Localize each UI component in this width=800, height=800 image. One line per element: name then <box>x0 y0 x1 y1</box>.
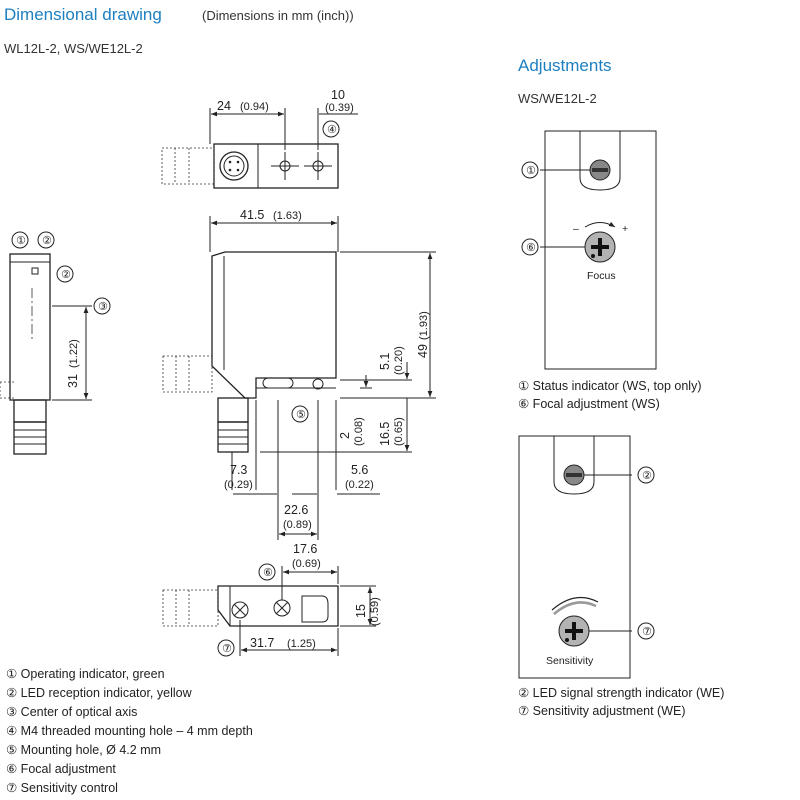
adjustments-title: Adjustments <box>518 56 612 75</box>
legend-item: ⑦ Sensitivity control <box>6 781 118 795</box>
dim-15: 15 <box>354 604 368 618</box>
legend-item: ② LED reception indicator, yellow <box>6 686 193 700</box>
marker-7-panel: ⑦ <box>642 626 652 638</box>
marker-4: ④ <box>327 124 337 136</box>
page-title: Dimensional drawing <box>4 5 162 24</box>
front-view: ① ② <box>0 231 92 455</box>
dim-41-5-inch: (1.63) <box>273 210 302 222</box>
dim-5-6-inch: (0.22) <box>345 479 374 491</box>
dim-10: 10 <box>331 88 345 102</box>
dim-5-1: 5.1 <box>378 353 392 370</box>
dim-15-inch: (0.59) <box>369 597 381 626</box>
marker-2-front-top: ② <box>42 235 52 247</box>
dim-2: 2 <box>338 432 352 439</box>
dim-22-6: 22.6 <box>284 503 308 517</box>
title-note: (Dimensions in mm (inch)) <box>202 8 354 23</box>
dim-5-6: 5.6 <box>351 463 368 477</box>
side-view <box>162 216 436 540</box>
marker-6-bottom: ⑥ <box>263 567 273 579</box>
adjustment-panel-ws <box>540 130 657 370</box>
marker-1-panel: ① <box>526 165 536 177</box>
marker-1-front: ① <box>16 235 26 247</box>
focus-plus: + <box>622 223 628 235</box>
focus-label: Focus <box>587 270 616 282</box>
dim-24: 24 <box>217 99 231 113</box>
dim-31: 31 <box>66 374 80 388</box>
dim-49: 49 <box>416 344 430 358</box>
dim-17-6-inch: (0.69) <box>292 558 321 570</box>
dim-24-inch: (0.94) <box>240 101 269 113</box>
dim-31-inch: (1.22) <box>68 339 80 368</box>
dim-16-5: 16.5 <box>378 422 392 446</box>
dim-7-3: 7.3 <box>230 463 247 477</box>
legend-item: ⑥ Focal adjustment <box>6 762 116 776</box>
sensitivity-label: Sensitivity <box>546 655 594 667</box>
dim-49-inch: (1.93) <box>418 311 430 340</box>
legend-item: ① Operating indicator, green <box>6 667 165 681</box>
dim-31-7: 31.7 <box>250 636 274 650</box>
dim-31-7-inch: (1.25) <box>287 638 316 650</box>
focus-minus: – <box>573 223 579 235</box>
dim-5-1-inch: (0.20) <box>393 346 405 375</box>
dim-7-3-inch: (0.29) <box>224 479 253 491</box>
dim-17-6: 17.6 <box>293 542 317 556</box>
top-view <box>161 108 358 189</box>
adjustments-model: WS/WE12L-2 <box>518 91 597 106</box>
bottom-view <box>162 566 376 656</box>
dim-10-inch: (0.39) <box>325 102 354 114</box>
legend-item: ⑤ Mounting hole, Ø 4.2 mm <box>6 743 161 757</box>
dim-22-6-inch: (0.89) <box>283 519 312 531</box>
adjustment-panel-we <box>518 435 632 679</box>
dim-2-inch: (0.08) <box>353 417 365 446</box>
marker-2-panel: ② <box>642 470 652 482</box>
legend-item: ④ M4 threaded mounting hole – 4 mm depth <box>6 724 253 738</box>
adjust-legend-item: ② LED signal strength indicator (WE) <box>518 686 724 700</box>
marker-6-panel: ⑥ <box>526 242 536 254</box>
marker-7-bottom: ⑦ <box>222 643 232 655</box>
adjust-legend-item: ⑦ Sensitivity adjustment (WE) <box>518 704 686 718</box>
dim-41-5: 41.5 <box>240 208 264 222</box>
adjust-legend-item: ⑥ Focal adjustment (WS) <box>518 397 660 411</box>
marker-3: ③ <box>98 301 108 313</box>
marker-5: ⑤ <box>296 409 306 421</box>
marker-2-front: ② <box>61 269 71 281</box>
adjust-legend-item: ① Status indicator (WS, top only) <box>518 379 702 393</box>
dim-16-5-inch: (0.65) <box>393 417 405 446</box>
legend-item: ③ Center of optical axis <box>6 705 137 719</box>
model-label: WL12L-2, WS/WE12L-2 <box>4 41 143 56</box>
